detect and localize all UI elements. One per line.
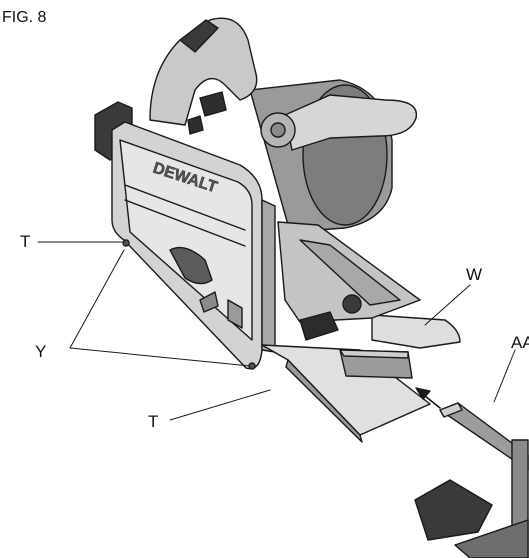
callout-aa: AA xyxy=(511,333,529,352)
leader-y-1 xyxy=(69,249,125,349)
leader-y-2 xyxy=(69,347,251,367)
rail-guide-w xyxy=(371,314,461,349)
base-plate xyxy=(261,344,431,436)
leader-w xyxy=(424,284,471,326)
screw-t-upper xyxy=(122,239,130,247)
leader-aa xyxy=(493,349,516,403)
main-handle xyxy=(149,17,258,126)
guard-slot xyxy=(169,246,213,285)
callout-t-lower: T xyxy=(148,412,159,431)
tool-aa-handle xyxy=(414,479,493,541)
front-handle xyxy=(284,94,418,151)
adjustment-knob xyxy=(342,294,362,314)
callout-y: Y xyxy=(35,342,47,361)
figure-title: FIG. 8 xyxy=(2,9,47,26)
screw-t-lower xyxy=(248,362,256,370)
handle-grip xyxy=(179,19,219,53)
arrow-head xyxy=(415,387,431,400)
depth-lever xyxy=(199,91,227,117)
callout-t-upper: T xyxy=(20,232,31,251)
callout-w: W xyxy=(466,265,483,284)
leader-t-lower xyxy=(169,389,271,421)
